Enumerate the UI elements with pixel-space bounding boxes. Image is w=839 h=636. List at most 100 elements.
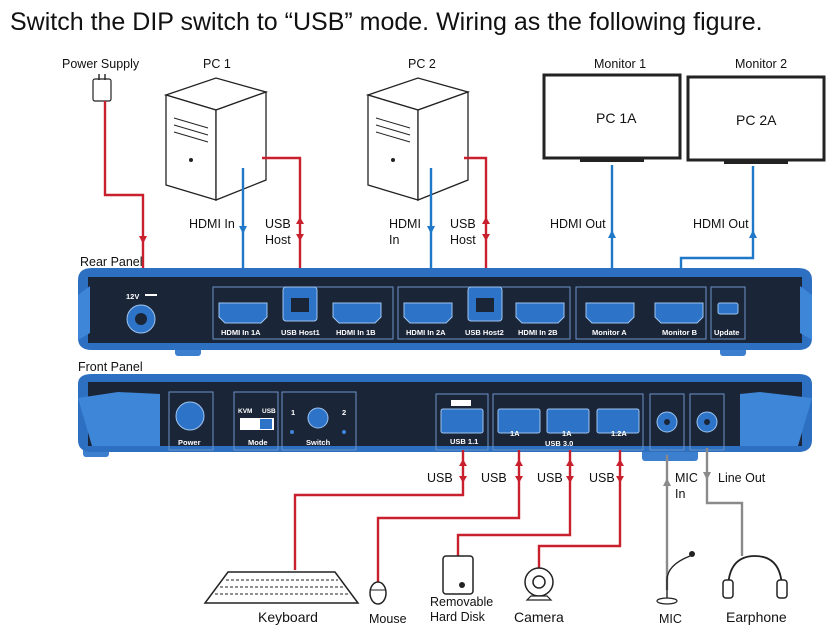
pc1-usb-label: USB — [265, 217, 291, 231]
hdmi-in-2b-label: HDMI In 2B — [518, 328, 558, 337]
pc2-host-label: Host — [450, 233, 476, 247]
switch-2-label: 2 — [342, 408, 346, 417]
power-button[interactable] — [175, 401, 205, 431]
monitor-a-label: Monitor A — [592, 328, 627, 337]
usb30-port-2[interactable] — [546, 408, 590, 434]
camera-usb-cable — [537, 450, 622, 568]
rear-group-3 — [575, 286, 707, 340]
monitor2-icon: PC 2A — [686, 75, 826, 164]
monitor-b-arrow — [749, 230, 757, 238]
usb-host1-port[interactable] — [282, 286, 318, 322]
removable-label-1: Removable — [430, 595, 493, 609]
monitor-b-label: Monitor B — [662, 328, 698, 337]
removable-label-2: Hard Disk — [430, 610, 486, 624]
camera-icon — [524, 567, 554, 601]
hdmi-in-1a-port[interactable] — [218, 302, 268, 324]
pc1-host-label: Host — [265, 233, 291, 247]
power-cable — [103, 101, 147, 244]
rear-panel-label: Rear Panel — [80, 255, 143, 269]
keyboard-usb-arrows — [459, 459, 467, 483]
front-panel: Power KVM USB Mode 1 2 Switch USB 1.1 — [78, 374, 812, 461]
usb-host2-port[interactable] — [467, 286, 503, 322]
usb30-port-1[interactable] — [497, 408, 541, 434]
disk-usb-cable — [456, 450, 572, 556]
mic-in-label-2: In — [675, 487, 685, 501]
usb30-port-3[interactable] — [596, 408, 640, 434]
monitor1-screen-text: PC 1A — [596, 110, 637, 126]
mode-dip-switch[interactable] — [240, 418, 274, 430]
monitor-b-port[interactable] — [654, 302, 704, 324]
mode-kvm-label: KVM — [238, 408, 252, 415]
switch-button[interactable] — [307, 407, 329, 429]
dc-power-port[interactable] — [126, 304, 156, 334]
line-out-cable — [705, 448, 744, 556]
power-label: Power — [178, 438, 201, 447]
monitor2-label: Monitor 2 — [735, 57, 787, 71]
pc1-tower-icon — [163, 77, 269, 201]
pc1-label: PC 1 — [203, 57, 231, 71]
mic-jack-box — [649, 393, 685, 451]
dc-symbol — [145, 294, 157, 296]
mode-label: Mode — [248, 438, 268, 447]
camera-label: Camera — [514, 609, 564, 625]
earphone-icon — [722, 555, 788, 599]
camera-usb-arrows — [616, 459, 624, 483]
keyboard-icon — [203, 571, 360, 604]
line-out-label: Line Out — [718, 471, 766, 485]
pc2-label: PC 2 — [408, 57, 436, 71]
mode-usb-label: USB — [262, 408, 276, 415]
pc2-usb-cable — [464, 156, 488, 298]
rear-panel: 12V HDMI In 1A USB Host1 HDMI In 1B HDMI… — [78, 268, 812, 356]
switch-box — [281, 391, 357, 451]
pc2-usb-label: USB — [450, 217, 476, 231]
front-panel-label: Front Panel — [78, 360, 143, 374]
pc1-hdmi-in-label: HDMI In — [189, 217, 235, 231]
disk-usb-arrows — [566, 459, 574, 483]
hdmi-in-1a-label: HDMI In 1A — [221, 328, 261, 337]
usb30-port-2-label: 1A — [562, 429, 572, 438]
update-label: Update — [714, 328, 739, 337]
power-supply-label: Power Supply — [62, 57, 140, 71]
hdmi-in-2b-port[interactable] — [515, 302, 565, 324]
monitor-a-port[interactable] — [585, 302, 635, 324]
power-supply: Power Supply — [62, 57, 140, 102]
keyboard-label: Keyboard — [258, 609, 318, 625]
monitor1-label: Monitor 1 — [594, 57, 646, 71]
usb30-label: USB 3.0 — [545, 439, 573, 448]
usb-host2-label: USB Host2 — [465, 328, 504, 337]
rear-group-update — [710, 286, 746, 340]
switch-led-1 — [290, 430, 294, 434]
dc-port-label: 12V — [126, 292, 139, 301]
mouse-usb-cable — [376, 450, 521, 584]
power-adapter-icon — [92, 74, 112, 102]
keyboard-usb-label: USB — [427, 471, 453, 485]
line-out-jack[interactable] — [696, 411, 718, 433]
hdmi-in-1b-label: HDMI In 1B — [336, 328, 376, 337]
hdmi-in-2a-label: HDMI In 2A — [406, 328, 446, 337]
usb30-port-3-label: 1.2A — [611, 429, 627, 438]
pc2-tower-icon — [365, 77, 471, 201]
monitor-b-hdmi-out-label: HDMI Out — [693, 217, 749, 231]
usb30-box — [492, 393, 644, 451]
hard-disk-icon — [442, 555, 474, 595]
update-port[interactable] — [717, 302, 739, 315]
monitor-a-arrow — [608, 230, 616, 238]
hdmi-in-1b-port[interactable] — [332, 302, 382, 324]
pc2-usb-arrows — [482, 217, 490, 241]
usb-host1-label: USB Host1 — [281, 328, 320, 337]
pc2-in-label: In — [389, 233, 399, 247]
pc1-usb-arrows — [296, 217, 304, 241]
line-out-arrow — [703, 472, 711, 480]
pc1-usb-cable — [262, 156, 302, 298]
mic-cable-arrow — [663, 478, 671, 486]
pc2-hdmi-arrow — [427, 226, 435, 234]
keyboard-usb-cable — [293, 450, 465, 570]
pc1-hdmi-arrow — [239, 226, 247, 234]
power-button-box — [168, 391, 214, 451]
mode-box — [233, 391, 279, 451]
mic-jack[interactable] — [656, 411, 678, 433]
usb11-port[interactable] — [440, 400, 484, 434]
mouse-usb-arrows — [515, 459, 523, 483]
hdmi-in-2a-port[interactable] — [403, 302, 453, 324]
